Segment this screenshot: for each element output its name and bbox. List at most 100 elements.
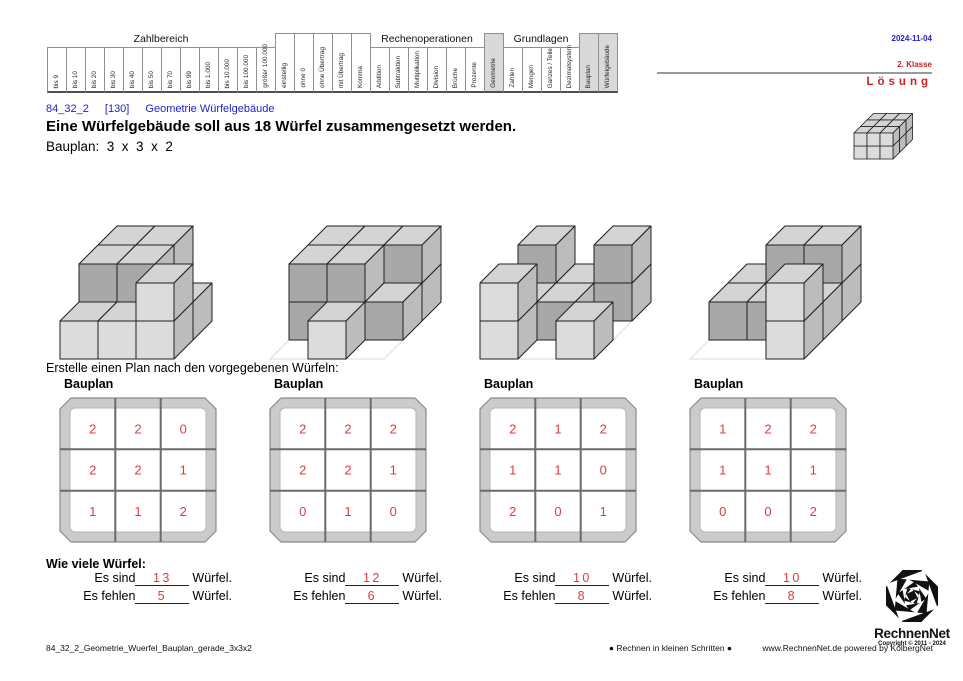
- grid-cell-value: 0: [719, 504, 726, 519]
- corner-divider: [657, 72, 932, 74]
- answer-unit: Würfel.: [402, 571, 442, 585]
- matrix-column-bis-99: bis 99: [180, 47, 200, 93]
- answer-unit: Würfel.: [612, 589, 652, 603]
- matrix-column-komma: Komma: [351, 33, 371, 93]
- answer-label: Es fehlen: [293, 589, 346, 603]
- answer-label: Es sind: [514, 571, 556, 585]
- solution-label: Lösung: [866, 76, 932, 88]
- answer-label: Es sind: [304, 571, 346, 585]
- grade-level: 2. Klasse: [897, 60, 932, 69]
- matrix-column-subtraktion: Subtraktion: [389, 47, 409, 93]
- grid-cell-value: 1: [554, 463, 561, 478]
- cube-building-1: [59, 225, 213, 360]
- grid-cell-value: 0: [600, 463, 607, 478]
- worksheet-code-line: 84_32_2 [130] Geometrie Würfelgebäude: [46, 103, 516, 115]
- answer-unit: Würfel.: [822, 571, 862, 585]
- bauplan-label-4: Bauplan: [694, 377, 744, 391]
- grid-cell-value: 0: [299, 504, 306, 519]
- answer-unit: Würfel.: [612, 571, 652, 585]
- matrix-column-gr-er-100-000: größer 100.000: [256, 44, 276, 93]
- matrix-column-bis-10-000: bis 10.000: [218, 47, 238, 93]
- grid-cell-value: 1: [719, 422, 726, 437]
- answer-label: Es sind: [94, 571, 136, 585]
- matrix-column-bis-70: bis 70: [161, 47, 181, 93]
- worksheet-ref: [130]: [104, 103, 130, 115]
- matrix-column-zahlen: Zahlen: [503, 47, 523, 93]
- grid-cell-value: 2: [390, 422, 397, 437]
- matrix-group-title: Grundlagen: [513, 33, 569, 45]
- matrix-column-br-che: Brüche: [446, 47, 466, 93]
- grid-cell-value: 2: [810, 422, 817, 437]
- grid-cell-value: 0: [180, 422, 187, 437]
- matrix-column-mit-bertrag: mit Übertrag: [332, 33, 352, 93]
- matrix-column-dezimalsystem: Dezimalsystem: [560, 45, 580, 93]
- missing-count-answer: 8: [555, 589, 610, 604]
- bauplan-label-2: Bauplan: [274, 377, 324, 391]
- footer-slogan: ● Rechnen in kleinen Schritten ●: [608, 643, 733, 653]
- footer-credits: ● Rechnen in kleinen Schritten ● www.Rec…: [609, 643, 933, 653]
- cube-count-answer: 10: [765, 571, 820, 586]
- answer-unit: Würfel.: [402, 589, 442, 603]
- matrix-column-bis-50: bis 50: [142, 47, 162, 93]
- matrix-column-bis-10: bis 10: [66, 47, 86, 93]
- cube-building-3: [479, 225, 652, 360]
- answer-label: Es sind: [724, 571, 766, 585]
- grid-cell-value: 0: [764, 504, 771, 519]
- bauplan-label-1: Bauplan: [64, 377, 114, 391]
- matrix-column-multiplikation: Multiplikation: [408, 47, 428, 93]
- answer-label: Es fehlen: [83, 589, 136, 603]
- matrix-column-einstellig: einstellig: [275, 33, 295, 93]
- grid-cell-value: 2: [509, 422, 516, 437]
- cube-count-answer: 12: [345, 571, 400, 586]
- answer-unit: Würfel.: [192, 589, 232, 603]
- bauplan-dimensions: Bauplan: 3 x 3 x 2: [46, 139, 173, 154]
- grid-cell-value: 1: [764, 463, 771, 478]
- question-heading: Wie viele Würfel:: [46, 557, 146, 571]
- matrix-column-bis-1-000: bis 1.000: [199, 47, 219, 93]
- grid-cell-value: 2: [180, 504, 187, 519]
- matrix-column-ohne-bertrag: ohne Übertrag: [313, 33, 333, 93]
- answer-label: Es fehlen: [713, 589, 766, 603]
- grid-cell-value: 2: [344, 463, 351, 478]
- grid-cell-value: 0: [554, 504, 561, 519]
- worksheet-date: 2024-11-04: [891, 34, 932, 43]
- matrix-column-addition: Addition: [370, 47, 390, 93]
- grid-cell-value: 1: [719, 463, 726, 478]
- matrix-column-ohne-0: ohne 0: [294, 33, 314, 93]
- grid-cell-value: 1: [554, 422, 561, 437]
- cube-count-answer: 10: [555, 571, 610, 586]
- grid-cell-value: 1: [390, 463, 397, 478]
- spiral-logo-icon: [876, 560, 948, 632]
- missing-count-answer: 6: [345, 589, 400, 604]
- matrix-column-w-rfelgeb-ude: Würfelgebäude: [598, 33, 618, 93]
- answer-unit: Würfel.: [822, 589, 862, 603]
- grid-cell-value: 0: [390, 504, 397, 519]
- cube-count-answer: 13: [135, 571, 190, 586]
- grid-cell-value: 1: [600, 504, 607, 519]
- missing-count-answer: 8: [765, 589, 820, 604]
- matrix-column-bis-9: bis 9: [47, 47, 67, 93]
- matrix-column-bis-40: bis 40: [123, 47, 143, 93]
- matrix-column-prozente: Prozente: [465, 47, 485, 93]
- cube-building-2: [269, 225, 442, 360]
- answer-label: Es fehlen: [503, 589, 556, 603]
- corner-info: 2024-11-04 2. Klasse Lösung: [657, 34, 932, 88]
- worksheet-topic: Geometrie Würfelgebäude: [145, 103, 275, 115]
- grid-cell-value: 2: [134, 422, 141, 437]
- matrix-column-bauplan: Bauplan: [579, 33, 599, 93]
- grid-cell-value: 1: [810, 463, 817, 478]
